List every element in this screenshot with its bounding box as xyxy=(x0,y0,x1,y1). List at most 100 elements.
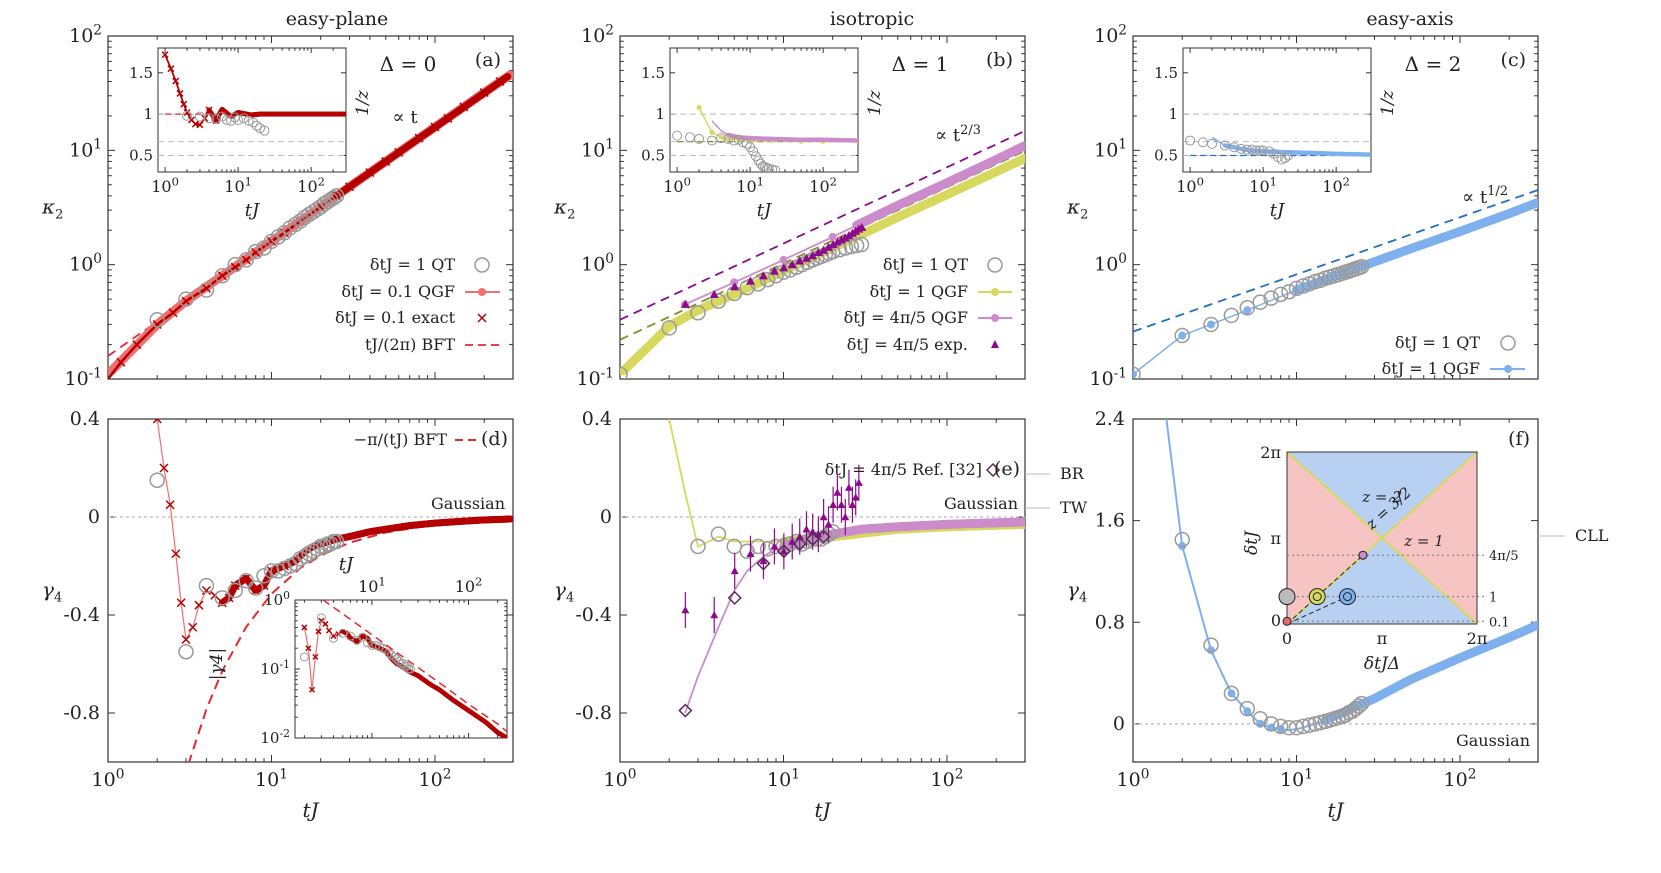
x-tick-label: 100 xyxy=(92,766,125,791)
exp-marker xyxy=(787,260,797,269)
exp-marker xyxy=(710,611,719,619)
qt-marker xyxy=(198,577,215,594)
inset-y-tick-label: 1.5 xyxy=(641,64,665,82)
exp-marker xyxy=(745,276,755,285)
inset-exact-marker xyxy=(183,108,191,117)
exact-marker xyxy=(176,598,186,608)
inset-qt-marker xyxy=(358,632,368,642)
point-qt-3-inner xyxy=(1342,592,1352,602)
inset-qt-marker xyxy=(381,645,391,655)
qt-marker xyxy=(1307,716,1323,732)
inset-x-tick-label: 100 xyxy=(663,175,691,196)
y-tick-label: -0.8 xyxy=(575,702,612,724)
legend-qt-swatch xyxy=(474,257,490,273)
exact-marker xyxy=(217,271,227,281)
plot-area xyxy=(1185,135,1371,165)
qt-marker xyxy=(1203,316,1219,333)
y-tick-label: 1.6 xyxy=(1095,510,1125,532)
region-label-z2: z = 2 xyxy=(1361,488,1402,506)
qt-marker xyxy=(276,225,293,241)
inset-exact-marker xyxy=(172,77,180,85)
inset-x-tick-label: 102 xyxy=(809,175,837,196)
panel-a-frame xyxy=(107,35,514,380)
legend-label-0: δtJ = 1 QT xyxy=(370,255,455,274)
legend-qgf-yellow-dot xyxy=(991,288,999,296)
exp-marker xyxy=(837,500,846,508)
qt-marker xyxy=(238,572,254,589)
qt-marker xyxy=(1174,531,1190,548)
point-isotropic xyxy=(1358,550,1368,560)
delta-annotation: Δ = 2 xyxy=(1405,52,1462,76)
column-header-easy-axis: easy-axis xyxy=(1366,8,1453,30)
inset-qgf-dense xyxy=(1368,152,1371,157)
inset-x-tick-label: 101 xyxy=(736,175,764,196)
panel-label: (b) xyxy=(986,49,1013,71)
x-axis-label: tJ xyxy=(1327,798,1344,822)
exp-marker xyxy=(819,245,829,254)
inset-purple-dense xyxy=(855,138,858,143)
exp-marker xyxy=(795,256,805,265)
inset-y-tick-label: 1.5 xyxy=(1154,64,1178,82)
side-label-cll: CLL xyxy=(1575,526,1609,545)
legend-label-1: δtJ = 1 QGF xyxy=(1382,359,1480,378)
qt-marker xyxy=(325,189,342,206)
x-tick-label: 101 xyxy=(255,766,288,791)
inset-qt-marker xyxy=(672,130,683,141)
inset-x-tick-label: 101 xyxy=(1249,175,1277,196)
exp-marker xyxy=(759,557,768,565)
y-axis-label: γ4 xyxy=(1067,578,1087,606)
inset-exact-dense xyxy=(343,111,346,117)
qt-marker xyxy=(853,236,870,253)
inset-exact-marker xyxy=(326,627,333,634)
qt-marker xyxy=(178,644,194,660)
plot-area xyxy=(149,419,513,762)
exact-dense xyxy=(507,515,513,523)
inset-y-tick-label: 10-1 xyxy=(260,658,290,678)
qgf-marker xyxy=(1256,719,1265,728)
exp-marker xyxy=(802,525,811,533)
qt-marker xyxy=(759,271,776,288)
plot-area xyxy=(620,130,1025,379)
x-tick-label: 101 xyxy=(767,766,800,791)
legend-label-1: δtJ = 0.1 QGF xyxy=(341,282,455,301)
legend-label-0: δtJ = 1 QT xyxy=(883,255,968,274)
dashed-blue-line xyxy=(1133,189,1538,333)
y-tick-label: 0 xyxy=(1113,713,1125,735)
inset-y-tick-label: 1 xyxy=(1168,105,1178,123)
inset-qt-marker xyxy=(405,664,415,674)
inset-y-tick-label: 100 xyxy=(264,589,290,609)
legend-label-2: δtJ = 0.1 exact xyxy=(335,308,456,327)
inset-x-tick-label: 102 xyxy=(455,575,483,596)
qt-marker xyxy=(328,188,345,204)
exp-marker xyxy=(829,500,838,508)
inset-right-tick-label: 1 xyxy=(1489,591,1497,606)
y-tick-label: -0.8 xyxy=(63,702,100,724)
inset-exact-marker xyxy=(308,686,316,693)
qt-marker xyxy=(1174,327,1190,344)
slope-annotation: ∝ t1/2 xyxy=(1462,184,1508,208)
inset-y-tick-label: 2π xyxy=(1260,443,1281,462)
exact-marker xyxy=(152,419,162,424)
inset-x-tick-label: π xyxy=(1377,629,1388,648)
x-tick-label: 102 xyxy=(931,766,964,791)
exact-marker xyxy=(181,634,191,645)
exp-marker xyxy=(730,282,740,291)
slope-annotation: ∝ t xyxy=(392,107,418,128)
legend-label-0: δtJ = 4π/5 Ref. [32] xyxy=(825,460,982,479)
side-label-tw: TW xyxy=(1060,498,1088,517)
qt-marker xyxy=(214,590,231,606)
y-tick-label: 0.4 xyxy=(582,408,612,430)
qgf-purple-marker xyxy=(828,232,837,241)
delta-annotation: Δ = 1 xyxy=(892,52,949,76)
exact-marker xyxy=(152,319,162,329)
y-axis-label: κ2 xyxy=(553,195,575,223)
qt-marker xyxy=(238,252,254,268)
exp-marker xyxy=(841,513,850,521)
qt-marker xyxy=(750,538,766,555)
qt-marker xyxy=(178,291,194,307)
inset-y-axis-label: δtJ xyxy=(1242,530,1262,555)
